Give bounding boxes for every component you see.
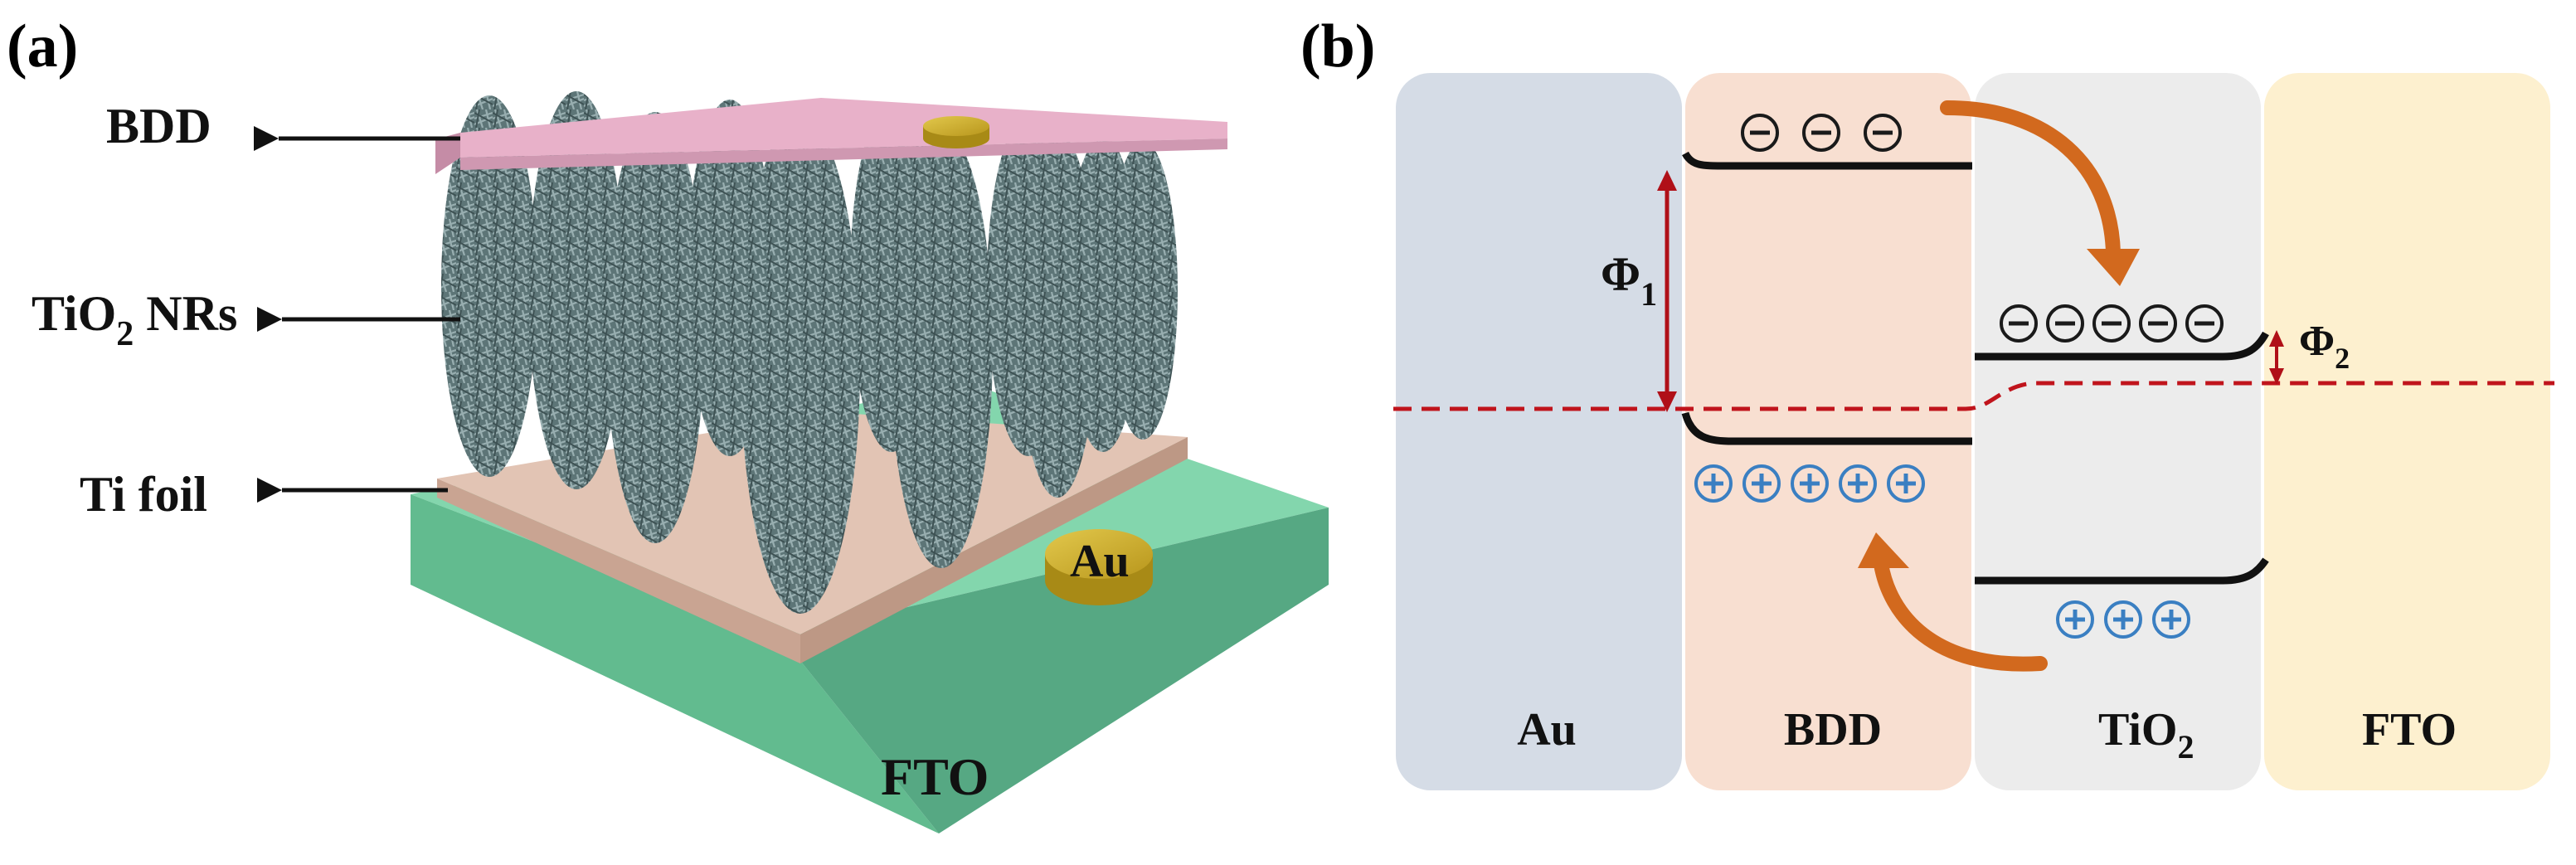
nanorod	[605, 112, 705, 543]
hole	[1839, 464, 1877, 503]
fto-right-face	[781, 508, 1329, 833]
tio2-valence-band	[1975, 557, 2269, 585]
electron	[1864, 114, 1902, 152]
hole	[1887, 464, 1925, 503]
au-contact-label: Au	[1070, 536, 1130, 587]
nanorod	[441, 95, 537, 477]
phi1-barrier: Φ1	[1601, 170, 1677, 412]
hole-transfer-arrow	[1858, 532, 2048, 672]
nanorod	[1108, 141, 1178, 440]
region-bdd	[1685, 73, 1971, 790]
bdd-label: BDD	[106, 99, 211, 153]
bdd-lower-band	[1681, 411, 1972, 445]
region-au	[1396, 73, 1682, 790]
phi1-label: Φ1	[1601, 247, 1657, 313]
bdd-upper-band	[1682, 151, 1972, 170]
hole	[1742, 464, 1781, 503]
phi2-barrier: Φ2	[2269, 318, 2350, 385]
tio2-nanorods	[441, 91, 1178, 614]
label-bdd: BDD	[106, 99, 460, 153]
ti-foil-right-face	[800, 437, 1188, 663]
fto-left-face	[411, 494, 939, 833]
electron	[1802, 114, 1840, 152]
bdd-top-face	[460, 98, 1227, 158]
bdd-front-edge	[460, 138, 1227, 170]
tio2-electrons	[2000, 304, 2224, 343]
tio2-label: TiO2 NRs	[32, 286, 237, 353]
nanorod	[741, 116, 860, 614]
hole	[1791, 464, 1829, 503]
hole	[2056, 600, 2094, 639]
electron	[2139, 304, 2177, 343]
nanorod	[890, 129, 993, 568]
ti-foil-left-face	[437, 479, 800, 663]
label-ti-foil: Ti foil	[80, 467, 448, 522]
electron-transfer-arrow	[1940, 100, 2140, 286]
panel-b: (b) Au BDD TiO2 FTO Φ1	[1300, 12, 2554, 790]
bdd-plate	[435, 98, 1227, 174]
label-tio2-nrs: TiO2 NRs	[32, 286, 460, 353]
hole	[2152, 600, 2190, 639]
electron	[1741, 114, 1779, 152]
panel-b-label: (b)	[1300, 12, 1375, 80]
bdd-electrons	[1741, 114, 1902, 152]
nanorod	[528, 91, 625, 489]
fto-label: FTO	[881, 747, 989, 806]
region-label-au: Au	[1517, 704, 1577, 756]
tio2-holes	[2056, 600, 2190, 639]
phi2-label: Φ2	[2299, 318, 2350, 375]
bdd-edge	[435, 133, 460, 174]
tio2-conduction-band	[1975, 331, 2269, 361]
hole	[1694, 464, 1733, 503]
panel-a-label: (a)	[7, 12, 78, 80]
au-contact-bottom: Au	[1045, 529, 1153, 605]
electron	[2185, 304, 2224, 343]
nanorod	[1018, 133, 1097, 498]
fermi-level-line	[1393, 381, 2554, 411]
ti-foil-label: Ti foil	[80, 467, 207, 522]
region-label-bdd: BDD	[1784, 704, 1882, 756]
panel-a: (a)	[7, 12, 1329, 833]
electron	[2000, 304, 2038, 343]
region-fto	[2264, 73, 2550, 790]
region-label-tio2: TiO2	[2098, 704, 2194, 765]
region-label-fto: FTO	[2362, 704, 2457, 756]
bdd-holes	[1694, 464, 1925, 503]
au-contact-top	[923, 116, 989, 148]
region-tio2	[1975, 73, 2261, 790]
electron	[2046, 304, 2084, 343]
electron	[2092, 304, 2131, 343]
hole	[2104, 600, 2142, 639]
